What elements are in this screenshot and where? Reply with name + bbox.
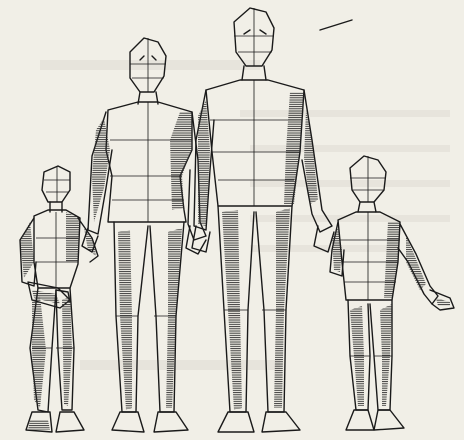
figure-older-child: [330, 156, 454, 430]
figure-small-child: [20, 166, 98, 432]
pen-dash-mark: [320, 20, 352, 30]
figure-woman: [82, 38, 206, 432]
